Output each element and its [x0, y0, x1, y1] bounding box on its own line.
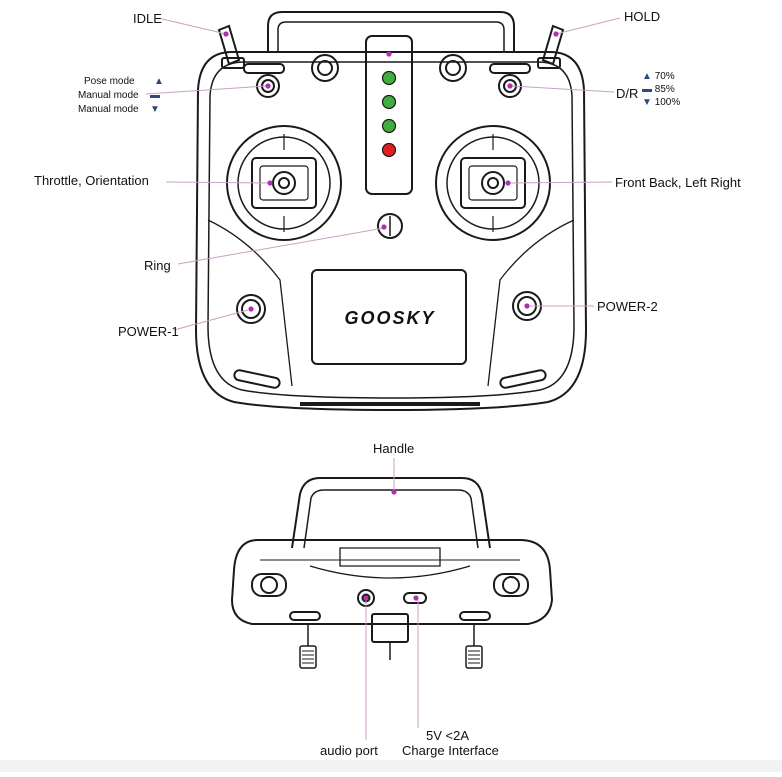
throttle-label: Throttle, Orientation — [34, 173, 149, 188]
dr-switch-legend: ▲ 70% ▬ 85% ▼ 100% — [642, 72, 702, 108]
brand-logo: GOOSKY — [344, 308, 435, 328]
mode-item-0: Pose mode ▲ — [84, 77, 170, 87]
dash-icon: ▬ — [642, 84, 652, 95]
audio-port-label: audio port — [320, 743, 378, 758]
led-panel — [365, 35, 413, 195]
mode-item-1: Manual mode ▬ — [78, 91, 164, 101]
hold-switch — [537, 24, 565, 69]
led-1 — [381, 70, 397, 86]
dr-item-1: ▬ 85% — [642, 85, 702, 95]
dr-item-2: ▼ 100% — [642, 98, 702, 108]
mode-item-2: Manual mode ▼ — [78, 105, 164, 115]
hold-label: HOLD — [624, 9, 661, 24]
dash-icon: ▬ — [150, 90, 160, 101]
ring-knob — [377, 213, 403, 239]
led-4 — [381, 142, 397, 158]
bottom-strip — [0, 760, 782, 772]
down-triangle-icon: ▼ — [642, 97, 652, 108]
charge-rating-label: 5V <2A — [426, 728, 470, 743]
dr-label: D/R — [616, 86, 639, 101]
mode-item-label: Manual mode — [78, 104, 139, 115]
led-3 — [381, 118, 397, 134]
power2-label: POWER-2 — [597, 299, 658, 314]
top-handle — [267, 11, 515, 52]
dr-item-0: ▲ 70% — [642, 72, 702, 82]
handle-label: Handle — [373, 441, 415, 456]
down-triangle-icon: ▼ — [150, 104, 160, 115]
charge-port — [403, 592, 427, 604]
idle-switch — [217, 24, 245, 69]
controller-body — [194, 51, 588, 412]
led-2 — [381, 94, 397, 110]
up-triangle-icon: ▲ — [154, 76, 164, 87]
mode-item-label: Manual mode — [78, 90, 139, 101]
power1-label: POWER-1 — [118, 324, 179, 339]
idle-label: IDLE — [133, 11, 162, 26]
display-screen — [311, 269, 467, 365]
front-back-label: Front Back, Left Right — [615, 175, 741, 190]
dr-item-label: 100% — [654, 97, 681, 108]
dr-item-label: 85% — [654, 84, 675, 95]
ring-label: Ring — [144, 258, 171, 273]
mode-switch-legend: Pose mode ▲ Manual mode ▬ Manual mode ▼ — [78, 77, 164, 115]
bottom-handle — [291, 477, 491, 549]
dr-item-label: 70% — [654, 71, 675, 82]
charge-interface-label: Charge Interface — [402, 743, 499, 758]
led-group — [381, 51, 397, 158]
led-panel-marker — [386, 51, 392, 57]
mode-item-label: Pose mode — [84, 76, 135, 87]
up-triangle-icon: ▲ — [642, 71, 652, 82]
